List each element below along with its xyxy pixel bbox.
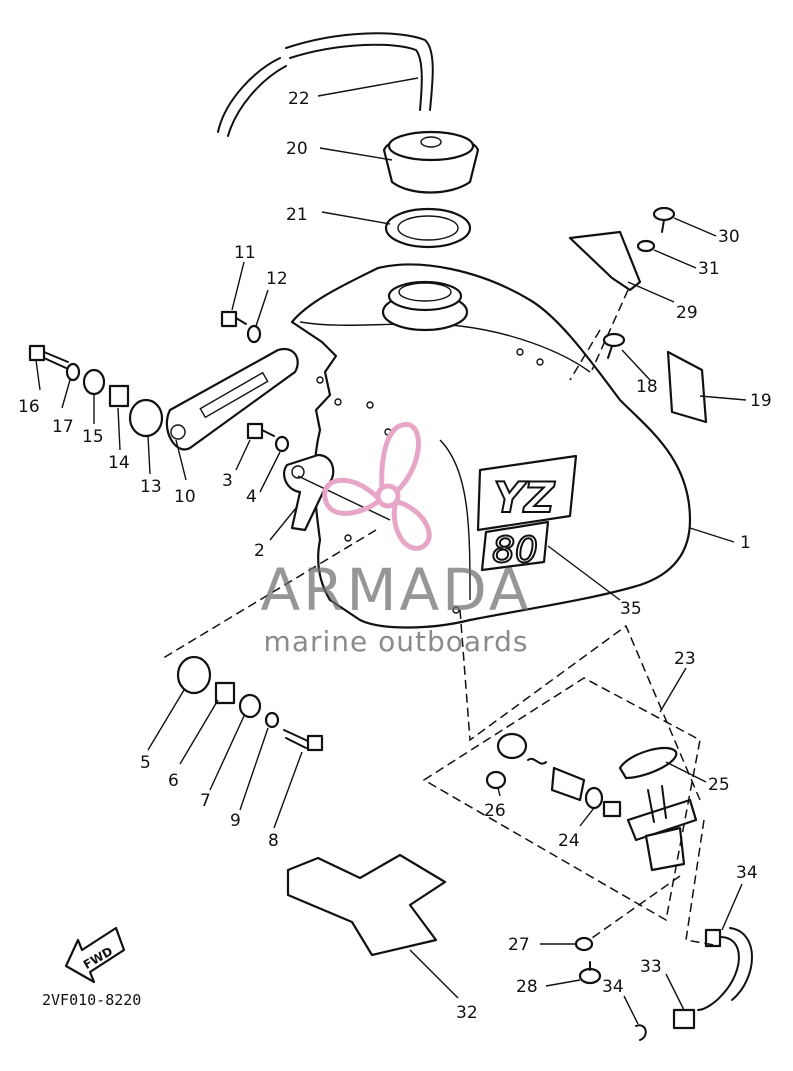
spacer-14 <box>108 384 130 408</box>
bolt-16 <box>28 344 69 369</box>
part-label: 30 <box>718 227 740 247</box>
badge-text-80: 80 <box>492 530 538 571</box>
part-label: 12 <box>266 269 288 289</box>
part-label: 21 <box>286 205 308 225</box>
part-label: 14 <box>108 453 130 473</box>
rear-cover <box>666 350 708 424</box>
washer-17 <box>65 362 81 382</box>
part-number-labels: 1 2 3 4 5 6 7 8 9 10 11 12 13 14 15 16 1… <box>18 89 772 1023</box>
part-label: 17 <box>52 417 74 437</box>
part-label: 6 <box>168 771 179 791</box>
part-label: 5 <box>140 753 151 773</box>
badge-text-yz: YZ <box>494 473 556 522</box>
part-label: 15 <box>82 427 104 447</box>
fuel-tank: YZ 80 <box>290 263 692 629</box>
joint-33 <box>672 1008 696 1030</box>
clip-34-lower <box>635 1024 647 1041</box>
part-label: 23 <box>674 649 696 669</box>
part-label: 9 <box>230 811 241 831</box>
cock-gasket-25 <box>618 747 678 780</box>
part-label: 11 <box>234 243 256 263</box>
part-label: 4 <box>246 487 257 507</box>
part-label: 26 <box>484 801 506 821</box>
part-label: 29 <box>676 303 698 323</box>
part-label: 19 <box>750 391 772 411</box>
part-label: 16 <box>18 397 40 417</box>
part-label: 32 <box>456 1003 478 1023</box>
yz80-badge: YZ 80 <box>476 454 578 572</box>
part-label: 27 <box>508 935 530 955</box>
clip-34-upper <box>704 928 722 948</box>
washer-9 <box>264 711 280 729</box>
cap-gasket <box>384 207 472 249</box>
damper-13 <box>128 398 164 438</box>
part-label: 8 <box>268 831 279 851</box>
bolt-3 <box>246 422 275 440</box>
bolt-8 <box>283 729 324 752</box>
armada-watermark: ARMADA marine outboards <box>260 422 531 658</box>
drain-screw-28 <box>578 961 602 985</box>
part-label: 28 <box>516 977 538 997</box>
watermark-tagline: marine outboards <box>264 625 529 658</box>
spacer-6 <box>214 681 236 705</box>
washer-27 <box>574 936 594 952</box>
part-label: 3 <box>222 471 233 491</box>
fwd-arrow: FWD <box>64 926 126 984</box>
breather-hose <box>217 57 287 137</box>
part-label: 2 <box>254 541 265 561</box>
part-label: 24 <box>558 831 580 851</box>
tank-pad <box>286 853 447 957</box>
collar-15 <box>82 368 106 396</box>
watermark-brand: ARMADA <box>260 556 531 624</box>
propeller-logo <box>322 422 432 551</box>
part-label: 1 <box>740 533 751 553</box>
part-label: 31 <box>698 259 720 279</box>
damper-5 <box>176 655 212 695</box>
bolt-11 <box>220 310 247 328</box>
part-label: 22 <box>288 89 310 109</box>
part-label: 13 <box>140 477 162 497</box>
part-label: 34 <box>602 977 624 997</box>
rear-bracket <box>568 230 642 292</box>
screw-18 <box>602 332 626 359</box>
drawing-code: 2VF010-8220 <box>42 991 141 1009</box>
washer-4 <box>274 435 290 453</box>
part-label: 33 <box>640 957 662 977</box>
part-label: 35 <box>620 599 642 619</box>
part-label: 18 <box>636 377 658 397</box>
collar-7 <box>238 693 262 719</box>
part-label: 20 <box>286 139 308 159</box>
stay-bracket <box>283 453 335 532</box>
leader-lines <box>35 77 747 1025</box>
fuel-cap <box>382 130 480 194</box>
part-label: 34 <box>736 863 758 883</box>
washer-12 <box>246 324 262 344</box>
front-bracket <box>165 347 299 451</box>
fuel-hose <box>697 927 753 1011</box>
part-label: 25 <box>708 775 730 795</box>
part-label: 7 <box>200 791 211 811</box>
part-label: 10 <box>174 487 196 507</box>
nut-31 <box>636 239 656 253</box>
fuel-cock <box>485 732 698 872</box>
screw-30 <box>652 206 676 233</box>
